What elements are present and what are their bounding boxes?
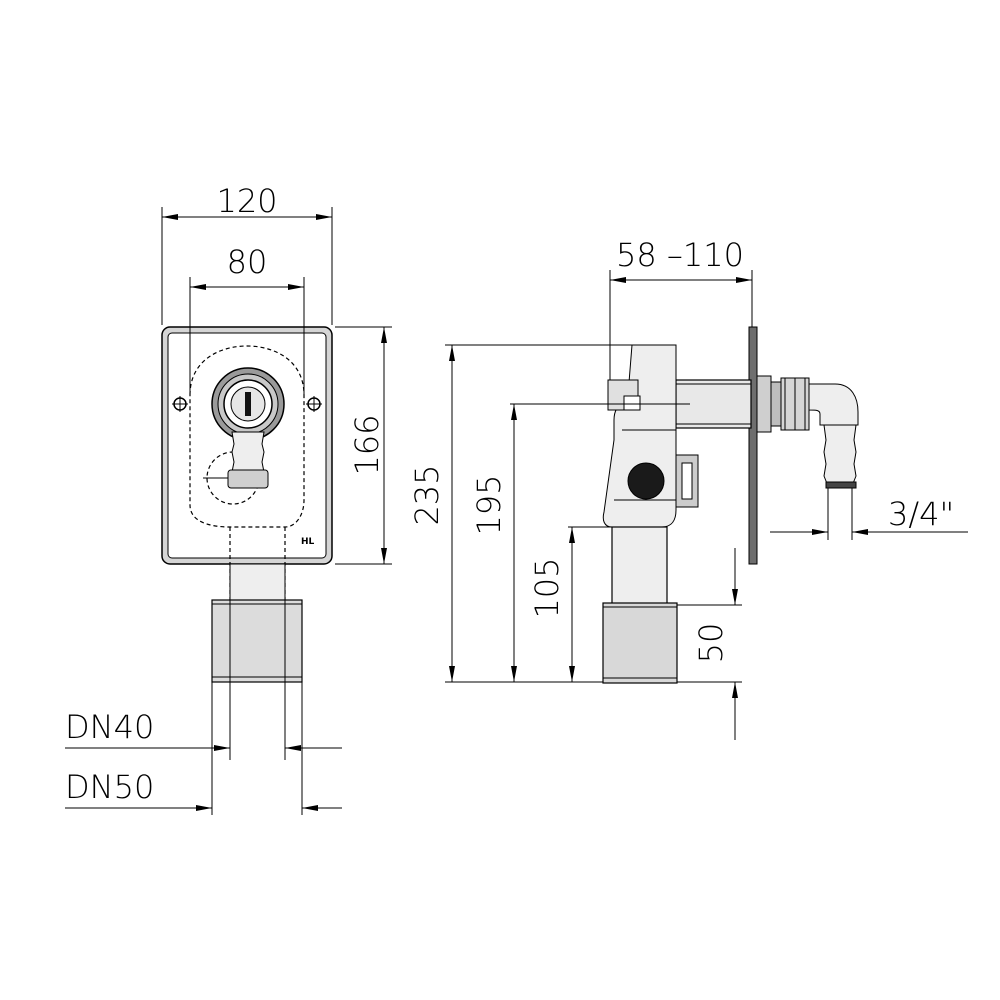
dim-label-dn50: DN50 — [65, 768, 154, 806]
dimension-width-inner: 80 — [189, 243, 305, 395]
dimension-thread: 3/4" — [770, 488, 968, 540]
dimension-socket: 50 — [677, 548, 742, 740]
dimension-outlet-height: 105 — [528, 526, 612, 682]
dimension-width-outer: 120 — [161, 182, 333, 325]
outlet-pipe-front — [211, 563, 303, 683]
dim-label-50: 50 — [692, 623, 730, 664]
dim-label-80: 80 — [227, 243, 268, 281]
elbow-connector — [808, 383, 859, 489]
wall-plate — [748, 326, 758, 565]
inlet-connector — [211, 367, 285, 441]
dim-label-depth: 58 –110 — [616, 236, 744, 274]
dim-label-105: 105 — [528, 557, 566, 618]
side-view: 58 –110 235 195 105 — [408, 236, 968, 740]
dim-label-195: 195 — [470, 474, 508, 535]
dimension-inlet-height: 195 — [470, 403, 690, 682]
dimension-dn50: DN50 — [65, 682, 342, 815]
dimension-dn40: DN40 — [65, 682, 342, 760]
screw-left-icon — [172, 396, 188, 412]
dim-label-dn40: DN40 — [65, 708, 154, 746]
outlet-pipe-side — [602, 526, 678, 684]
brand-logo: HL — [301, 537, 315, 547]
front-view: HL 120 80 — [65, 182, 392, 815]
screw-right-icon — [306, 396, 322, 412]
dim-label-235: 235 — [408, 464, 446, 525]
hose-barb — [227, 431, 269, 489]
inlet-pipe-side — [675, 375, 810, 433]
dim-label-120: 120 — [216, 182, 277, 220]
dimension-height: 166 — [335, 326, 392, 565]
cleaning-plug — [627, 462, 665, 500]
siphon-housing-side — [602, 344, 699, 528]
dim-label-166: 166 — [348, 414, 386, 475]
dim-label-thread: 3/4" — [888, 495, 954, 533]
dimension-depth: 58 –110 — [609, 236, 753, 380]
dimension-total-height: 235 — [408, 344, 632, 683]
